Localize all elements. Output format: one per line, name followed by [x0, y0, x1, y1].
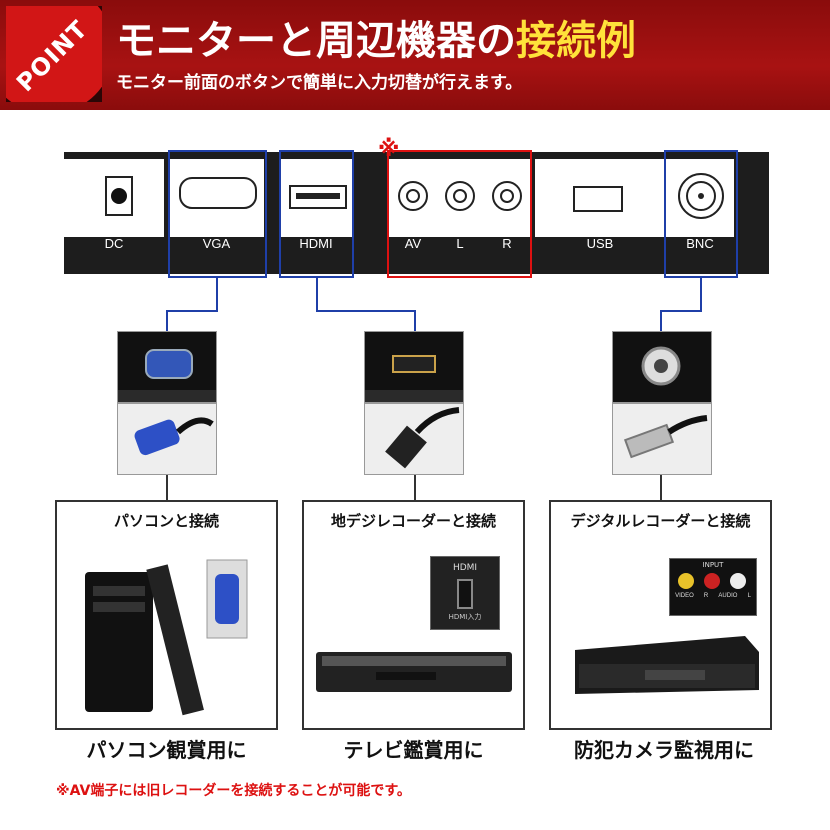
port-label-l: L — [456, 236, 464, 251]
recorder-hdmi-photo: HDMI HDMI入力 — [430, 556, 500, 630]
dvr-link-line — [660, 475, 662, 500]
usb-port-icon — [573, 186, 623, 212]
recorder-device-box: 地デジレコーダーと接続 HDMI HDMI入力 — [302, 500, 525, 730]
dvr-box-title: デジタルレコーダーと接続 — [570, 512, 751, 530]
hdmi-connector-line — [316, 278, 318, 312]
hdmi-highlight-frame — [279, 150, 354, 278]
recorder-link-line — [414, 475, 416, 500]
recorder-hdmi-sublabel: HDMI入力 — [448, 613, 482, 621]
jack-label-l: L — [747, 593, 751, 599]
pc-caption: パソコン観賞用に — [86, 738, 247, 762]
pc-box-title: パソコンと接続 — [113, 512, 219, 530]
dc-jack-icon — [111, 188, 127, 204]
av-highlight-frame — [387, 150, 532, 278]
dvr-input-label: INPUT — [702, 561, 724, 569]
hdmi-port-photo — [364, 331, 464, 403]
recorder-illustration — [316, 652, 512, 692]
port-label-av: AV — [404, 236, 422, 251]
recorder-caption: テレビ鑑賞用に — [343, 738, 484, 762]
port-label-r: R — [502, 236, 512, 251]
dvr-illustration — [575, 636, 759, 694]
recorder-box-title: 地デジレコーダーと接続 — [330, 512, 496, 530]
jack-label-video: VIDEO — [675, 593, 694, 599]
note-mark: ※ — [378, 137, 400, 162]
hdmi-cable-photo — [364, 403, 464, 475]
port-label-usb: USB — [586, 236, 614, 251]
pc-illustration — [85, 559, 248, 716]
hdmi-slot-icon — [296, 193, 340, 199]
jack-label-audio: AUDIO — [718, 593, 738, 599]
vga-port-icon — [179, 177, 257, 209]
title-main: モニターと周辺機器の — [116, 17, 516, 64]
dvr-caption: 防犯カメラ監視用に — [574, 738, 754, 762]
point-badge: POINT — [6, 6, 102, 102]
l-audio-jack-icon — [730, 573, 746, 589]
vga-cable-photo — [117, 403, 217, 475]
bnc-cable-photo — [612, 403, 712, 475]
av-footnote: ※AV端子には旧レコーダーを接続することが可能です。 — [56, 783, 411, 799]
bnc-connector-line — [700, 278, 702, 312]
page-subtitle: モニター前面のボタンで簡単に入力切替が行えます。 — [116, 73, 523, 93]
r-audio-jack-icon — [704, 573, 720, 589]
vga-port-photo — [117, 331, 217, 403]
title-highlight: 接続例 — [516, 17, 636, 64]
port-icons — [105, 173, 724, 219]
video-jack-icon — [678, 573, 694, 589]
pc-link-line — [166, 475, 168, 500]
port-label-bnc: BNC — [686, 236, 714, 251]
pc-device-box: パソコンと接続 — [55, 500, 278, 730]
dvr-av-photo: INPUT VIDEO R AUDIO L — [669, 558, 757, 616]
header-banner: POINT モニターと周辺機器の接続例 モニター前面のボタンで簡単に入力切替が行… — [0, 0, 830, 110]
bnc-highlight-frame — [664, 150, 738, 278]
page-title: モニターと周辺機器の接続例 — [116, 8, 636, 66]
port-label-dc: DC — [104, 236, 124, 251]
port-label-hdmi: HDMI — [299, 236, 333, 251]
vga-connector-line — [216, 278, 218, 312]
dvr-device-box: デジタルレコーダーと接続 INPUT VIDEO R AUDIO L — [549, 500, 772, 730]
bnc-port-photo — [612, 331, 712, 403]
port-label-vga: VGA — [202, 236, 231, 251]
vga-highlight-frame — [168, 150, 267, 278]
hdmi-socket-icon — [457, 579, 473, 609]
badge-circle — [6, 6, 102, 102]
jack-label-r: R — [703, 593, 709, 599]
recorder-hdmi-label: HDMI — [452, 563, 478, 573]
